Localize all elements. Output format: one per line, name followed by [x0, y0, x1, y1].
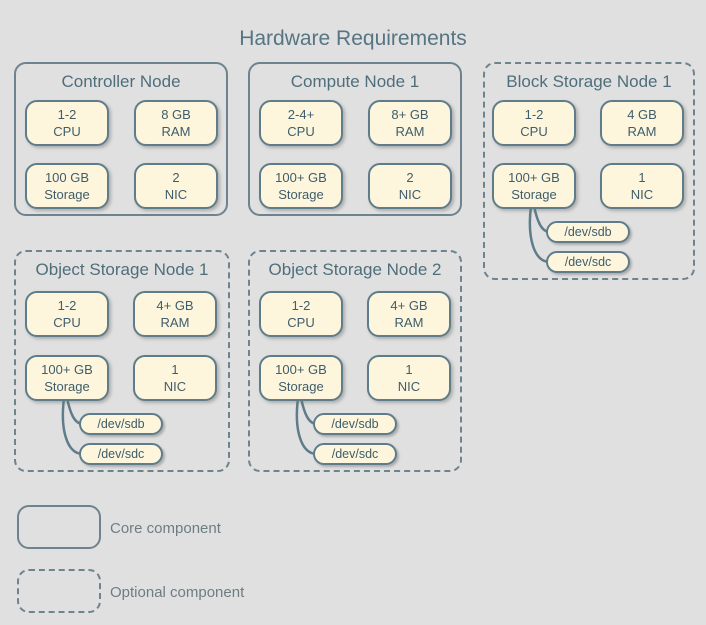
- spec-box-nic: 1 NIC: [133, 355, 217, 401]
- spec-box-cpu: 1-2 CPU: [259, 291, 343, 337]
- disk-label-sdb: /dev/sdb: [546, 221, 630, 243]
- spec-label: RAM: [395, 124, 425, 139]
- spec-box-ram: 8 GB RAM: [134, 100, 218, 146]
- spec-value: 100+ GB: [508, 169, 560, 185]
- spec-box-ram: 4 GB RAM: [600, 100, 684, 146]
- spec-label: RAM: [160, 315, 190, 330]
- spec-value: 100 GB: [44, 169, 90, 185]
- spec-label: RAM: [161, 124, 191, 139]
- spec-label: CPU: [53, 315, 81, 330]
- spec-label: RAM: [394, 315, 424, 330]
- spec-label: CPU: [520, 124, 548, 139]
- legend-optional-swatch: [17, 569, 101, 613]
- spec-value: 2: [172, 169, 180, 185]
- node-controller: Controller Node 1-2 CPU 8 GB RAM 100 GB …: [14, 62, 228, 216]
- spec-label: NIC: [164, 187, 188, 202]
- spec-value: 4 GB: [627, 106, 657, 122]
- spec-value: 1-2: [57, 297, 77, 313]
- spec-label: Storage: [44, 187, 90, 202]
- spec-box-cpu: 1-2 CPU: [25, 291, 109, 337]
- spec-box-ram: 4+ GB RAM: [133, 291, 217, 337]
- spec-value: 1: [638, 169, 646, 185]
- spec-box-storage: 100+ GB Storage: [492, 163, 576, 209]
- spec-value: 2-4+: [287, 106, 315, 122]
- spec-value: 8 GB: [161, 106, 191, 122]
- legend-core-swatch: [17, 505, 101, 549]
- spec-label: Storage: [511, 187, 557, 202]
- spec-value: 100+ GB: [41, 361, 93, 377]
- spec-value: 1-2: [291, 297, 311, 313]
- spec-label: CPU: [53, 124, 81, 139]
- spec-label: NIC: [630, 187, 654, 202]
- spec-label: Storage: [278, 379, 324, 394]
- spec-value: 1-2: [524, 106, 544, 122]
- spec-box-nic: 2 NIC: [368, 163, 452, 209]
- node-title: Object Storage Node 2: [268, 260, 442, 279]
- spec-value: 1: [405, 361, 413, 377]
- disk-label-sdc: /dev/sdc: [79, 443, 163, 465]
- node-block-storage-1: Block Storage Node 1 1-2 CPU 4 GB RAM 10…: [483, 62, 695, 280]
- spec-box-storage: 100+ GB Storage: [259, 163, 343, 209]
- spec-box-ram: 4+ GB RAM: [367, 291, 451, 337]
- spec-box-storage: 100+ GB Storage: [25, 355, 109, 401]
- spec-label: NIC: [398, 187, 422, 202]
- node-title: Compute Node 1: [290, 72, 420, 91]
- spec-box-nic: 2 NIC: [134, 163, 218, 209]
- disk-label-sdc: /dev/sdc: [546, 251, 630, 273]
- spec-value: 100+ GB: [275, 361, 327, 377]
- spec-box-nic: 1 NIC: [367, 355, 451, 401]
- node-title: Block Storage Node 1: [506, 72, 672, 91]
- spec-value: 1-2: [57, 106, 77, 122]
- spec-box-ram: 8+ GB RAM: [368, 100, 452, 146]
- spec-label: CPU: [287, 315, 315, 330]
- spec-box-storage: 100 GB Storage: [25, 163, 109, 209]
- spec-box-cpu: 1-2 CPU: [492, 100, 576, 146]
- legend-optional-label: Optional component: [110, 584, 245, 601]
- diagram-title: Hardware Requirements: [239, 27, 467, 50]
- spec-box-nic: 1 NIC: [600, 163, 684, 209]
- spec-label: Storage: [278, 187, 324, 202]
- spec-box-cpu: 2-4+ CPU: [259, 100, 343, 146]
- disk-label-sdb: /dev/sdb: [79, 413, 163, 435]
- legend-core-label: Core component: [110, 520, 221, 537]
- spec-value: 2: [406, 169, 414, 185]
- node-object-storage-2: Object Storage Node 2 1-2 CPU 4+ GB RAM …: [248, 250, 462, 472]
- disk-label-sdc: /dev/sdc: [313, 443, 397, 465]
- disk-label-sdb: /dev/sdb: [313, 413, 397, 435]
- spec-value: 4+ GB: [390, 297, 428, 313]
- node-title: Object Storage Node 1: [35, 260, 209, 279]
- spec-value: 1: [171, 361, 179, 377]
- spec-label: CPU: [287, 124, 315, 139]
- spec-label: RAM: [627, 124, 657, 139]
- spec-label: NIC: [397, 379, 421, 394]
- spec-value: 8+ GB: [391, 106, 429, 122]
- spec-label: NIC: [163, 379, 187, 394]
- spec-value: 100+ GB: [275, 169, 327, 185]
- spec-box-storage: 100+ GB Storage: [259, 355, 343, 401]
- node-object-storage-1: Object Storage Node 1 1-2 CPU 4+ GB RAM …: [14, 250, 230, 472]
- spec-label: Storage: [44, 379, 90, 394]
- spec-value: 4+ GB: [156, 297, 194, 313]
- node-compute-1: Compute Node 1 2-4+ CPU 8+ GB RAM 100+ G…: [248, 62, 462, 216]
- node-title: Controller Node: [61, 72, 181, 91]
- spec-box-cpu: 1-2 CPU: [25, 100, 109, 146]
